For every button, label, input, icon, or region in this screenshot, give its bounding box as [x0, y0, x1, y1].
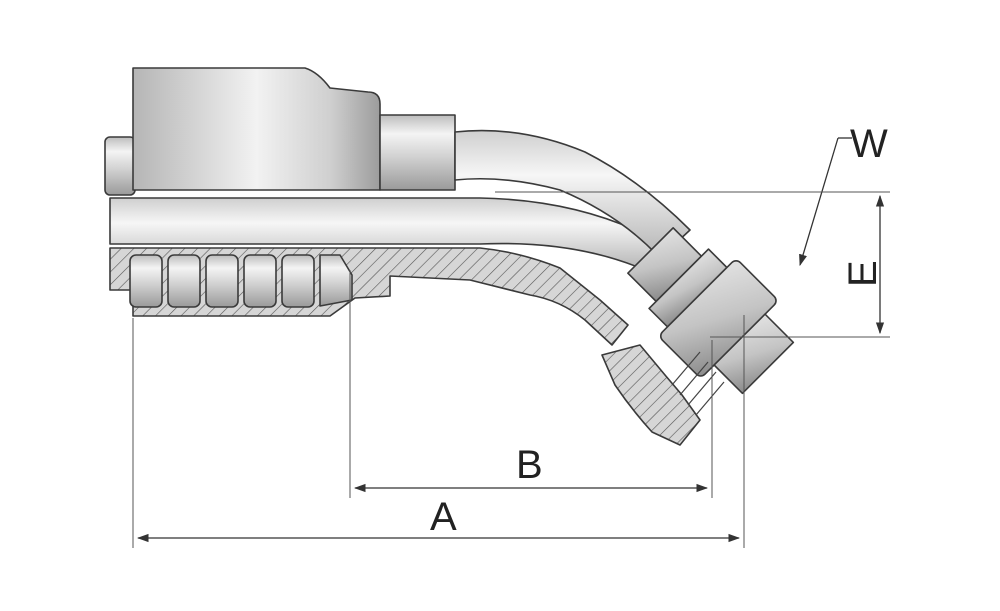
dimension-a: A [132, 315, 745, 548]
label-w: W [850, 122, 888, 166]
label-e: E [841, 260, 885, 287]
hose-end [104, 67, 629, 346]
grip-teeth [129, 254, 353, 308]
label-a: A [430, 495, 457, 539]
ferrule-section-hatch [109, 247, 629, 346]
label-b: B [516, 443, 543, 487]
rear-cap [104, 136, 136, 196]
ferrule-body [132, 67, 381, 191]
dimension-w: W [799, 122, 888, 267]
thread-lines [671, 351, 725, 416]
dimension-e: E [495, 191, 890, 338]
swivel-nut [627, 227, 795, 395]
nut-section-hatch [601, 344, 701, 446]
dimension-b: B [349, 270, 713, 498]
ferrule-collar [379, 114, 456, 191]
